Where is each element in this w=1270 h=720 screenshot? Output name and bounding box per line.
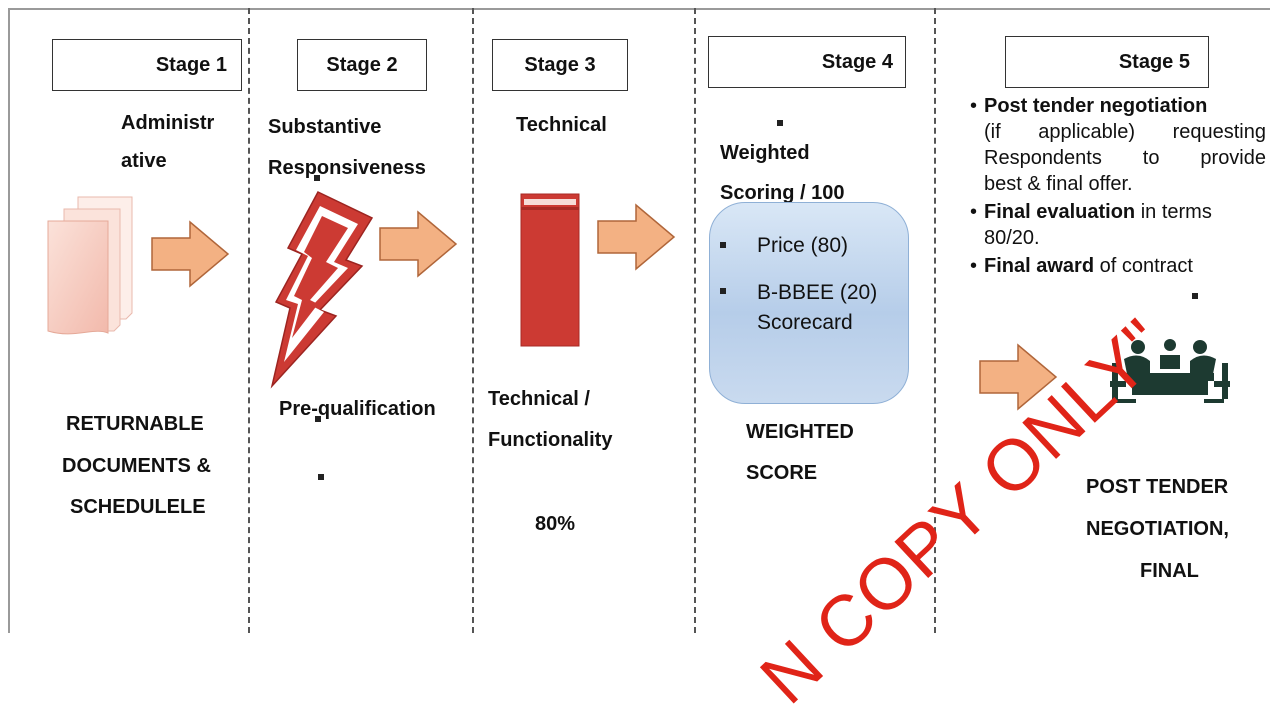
stage-5-footer-2: NEGOTIATION, xyxy=(1086,518,1229,540)
bullet-2-line-2: 80/20. xyxy=(984,227,1040,249)
bullet-dot-icon: • xyxy=(970,95,978,117)
stage-4-footer-2: SCORE xyxy=(746,462,818,484)
right-arrow-icon xyxy=(597,203,676,271)
stage-3-footer-1: Technical / xyxy=(488,388,590,410)
bullet-2-bold: Final evaluation xyxy=(984,201,1136,223)
stage-4-heading-1: Weighted xyxy=(720,142,810,164)
stage-1-footer-2: DOCUMENTS & xyxy=(62,455,211,477)
book-icon xyxy=(520,193,580,347)
stage-3-heading: Technical xyxy=(516,114,607,136)
bullet-marker xyxy=(314,175,320,181)
stage-4-box: Stage 4 xyxy=(708,36,906,88)
bullet-2-inline: in terms xyxy=(1135,201,1212,223)
stage-1-footer-3: SCHEDULELE xyxy=(70,496,206,518)
stage-2-heading-1: Substantive xyxy=(268,116,382,138)
stage-5-label: Stage 5 xyxy=(1118,50,1190,73)
stage-5-bullet-1: • Post tender negotiation (if applicable… xyxy=(970,93,1266,197)
lightning-icon xyxy=(270,191,374,389)
stage-4-label: Stage 4 xyxy=(821,50,893,73)
meeting-icon xyxy=(1110,339,1230,403)
stage-2-label: Stage 2 xyxy=(326,53,398,76)
bullet-3-inline: of contract xyxy=(1094,255,1193,277)
stage-5-footer-1: POST TENDER xyxy=(1086,476,1229,498)
bullet-marker xyxy=(1192,293,1198,299)
scoring-panel xyxy=(709,202,909,404)
bullet-1-line-2: (if applicable) requesting xyxy=(984,121,1266,143)
bullet-dot-icon: • xyxy=(970,201,978,223)
bullet-dot-icon: • xyxy=(970,255,978,277)
stage-3-label: Stage 3 xyxy=(524,53,596,76)
stage-1-heading: Administr xyxy=(121,112,215,134)
stage-divider-2 xyxy=(472,8,474,633)
bullet-marker xyxy=(315,416,321,422)
right-arrow-icon xyxy=(379,210,458,278)
stage-5-bullet-list: • Post tender negotiation (if applicable… xyxy=(970,93,1266,279)
stage-3-percent: 80% xyxy=(535,513,576,535)
top-border xyxy=(8,8,1270,10)
stage-4-footer-1: WEIGHTED xyxy=(746,421,854,443)
stage-5-bullet-2: • Final evaluation in terms 80/20. xyxy=(970,199,1266,251)
bullet-marker xyxy=(318,474,324,480)
bullet-1-line-4: best & final offer. xyxy=(984,173,1133,195)
stage-4-item-scorecard: Scorecard xyxy=(757,311,853,334)
documents-icon xyxy=(47,196,133,335)
stage-divider-1 xyxy=(248,8,250,633)
bullet-3-bold: Final award xyxy=(984,255,1095,277)
stage-5-box: Stage 5 xyxy=(1005,36,1209,88)
stage-2-heading-2: Responsiveness xyxy=(268,157,426,179)
stage-1-box: Stage 1 xyxy=(52,39,242,91)
stage-1-heading-cut: ative xyxy=(121,150,167,167)
stage-3-footer-2: Functionality xyxy=(488,429,613,451)
stage-divider-4 xyxy=(934,8,936,633)
stage-2-footer: Pre-qualification xyxy=(279,398,436,420)
stage-divider-3 xyxy=(694,8,696,633)
bullet-marker xyxy=(720,288,726,294)
stage-5-bullet-3: • Final award of contract xyxy=(970,253,1266,279)
stage-1-footer-1: RETURNABLE xyxy=(66,413,204,435)
right-arrow-icon xyxy=(979,343,1058,411)
stage-4-item-price: Price (80) xyxy=(757,234,849,257)
stage-3-box: Stage 3 xyxy=(492,39,628,91)
right-arrow-icon xyxy=(151,220,230,288)
stage-2-box: Stage 2 xyxy=(297,39,427,91)
left-border xyxy=(8,8,10,633)
bullet-marker xyxy=(720,242,726,248)
bullet-1-line-3: Respondents to provide xyxy=(984,147,1266,169)
stage-1-label: Stage 1 xyxy=(155,53,227,76)
bullet-1-bold: Post tender negotiation xyxy=(984,95,1208,117)
stage-5-footer-3: FINAL xyxy=(1140,560,1199,582)
bullet-marker xyxy=(777,120,783,126)
stage-4-item-bbbee: B-BBEE (20) xyxy=(757,281,878,304)
stage-4-heading-2: Scoring / 100 xyxy=(720,182,845,204)
